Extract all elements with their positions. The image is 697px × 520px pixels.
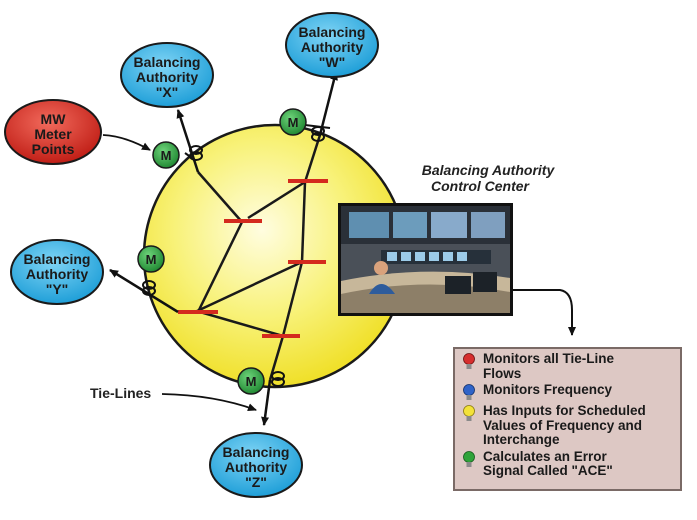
mw-meter-points-bubble: MW Meter Points <box>4 99 102 165</box>
meter-points-label: Meter <box>34 126 72 142</box>
tie-line-z <box>261 379 272 426</box>
green-bulb-icon <box>463 450 475 467</box>
authority-y-label: Balancing <box>24 251 91 267</box>
authority-w-label: "W" <box>319 54 346 70</box>
legend-text: Interchange <box>483 432 560 447</box>
tie-line-w <box>318 71 338 136</box>
authority-w-label: Balancing <box>299 24 366 40</box>
tie-lines-pointer <box>161 393 257 412</box>
legend-text: Signal Called "ACE" <box>483 463 613 478</box>
tie-lines-label: Tie-Lines <box>90 385 151 401</box>
legend-text: Values of Frequency and <box>483 417 643 433</box>
red-bulb-icon <box>463 353 475 369</box>
balancing-authority-y: Balancing Authority "Y" <box>10 239 104 305</box>
meter-points-label: MW <box>41 111 67 127</box>
authority-x-label: Balancing <box>134 54 201 70</box>
legend-text: Monitors all Tie-Line <box>483 351 615 366</box>
legend-text: Has Inputs for Scheduled <box>483 403 646 418</box>
meter-label: M <box>146 252 157 267</box>
control-room-illustration <box>341 206 510 313</box>
internal-network <box>194 134 322 381</box>
meter-w: M <box>279 108 307 136</box>
control-center-pointer <box>512 289 576 336</box>
meter-points-pointer <box>102 134 151 151</box>
legend-text: Calculates an Error <box>483 448 607 464</box>
meter-lead <box>184 152 193 159</box>
control-center-title: Control Center <box>431 178 531 194</box>
control-center-functions-legend: Monitors all Tie-Line Flows Monitors Fre… <box>453 347 682 491</box>
meter-label: M <box>246 374 257 389</box>
bus-bars <box>178 179 328 338</box>
meter-lead <box>304 124 331 129</box>
balancing-authority-w: Balancing Authority "W" <box>285 12 379 78</box>
control-center-title: Balancing Authority <box>422 162 556 178</box>
meter-x: M <box>152 141 180 169</box>
meter-z: M <box>237 367 265 395</box>
balancing-authority-x: Balancing Authority "X" <box>120 42 214 108</box>
authority-z-label: Balancing <box>223 444 290 460</box>
meter-label: M <box>161 148 172 163</box>
balancing-authority-z: Balancing Authority "Z" <box>209 432 303 498</box>
authority-z-label: "Z" <box>245 474 267 490</box>
tie-line-x <box>176 109 200 173</box>
meter-coils <box>142 126 326 387</box>
control-center-photo <box>338 203 513 316</box>
authority-w-label: Authority <box>301 39 363 55</box>
authority-y-label: "Y" <box>46 281 69 297</box>
blue-bulb-icon <box>463 384 475 400</box>
legend-text: Monitors Frequency <box>483 382 613 397</box>
authority-z-label: Authority <box>225 459 287 475</box>
authority-y-label: Authority <box>26 266 88 282</box>
legend-item-scheduled-values: Has Inputs for Scheduled Values of Frequ… <box>463 403 674 448</box>
meter-y: M <box>137 245 165 273</box>
authority-x-label: "X" <box>156 84 179 100</box>
legend-text: Flows <box>483 365 522 381</box>
legend-item-tie-line-flows: Monitors all Tie-Line Flows <box>463 351 674 381</box>
meter-points-label: Points <box>32 141 75 157</box>
legend-item-frequency: Monitors Frequency <box>463 382 674 402</box>
legend-item-ace: Calculates an Error Signal Called "ACE" <box>463 448 674 479</box>
meter-label: M <box>288 115 299 130</box>
authority-x-label: Authority <box>136 69 198 85</box>
yellow-bulb-icon <box>463 405 475 421</box>
